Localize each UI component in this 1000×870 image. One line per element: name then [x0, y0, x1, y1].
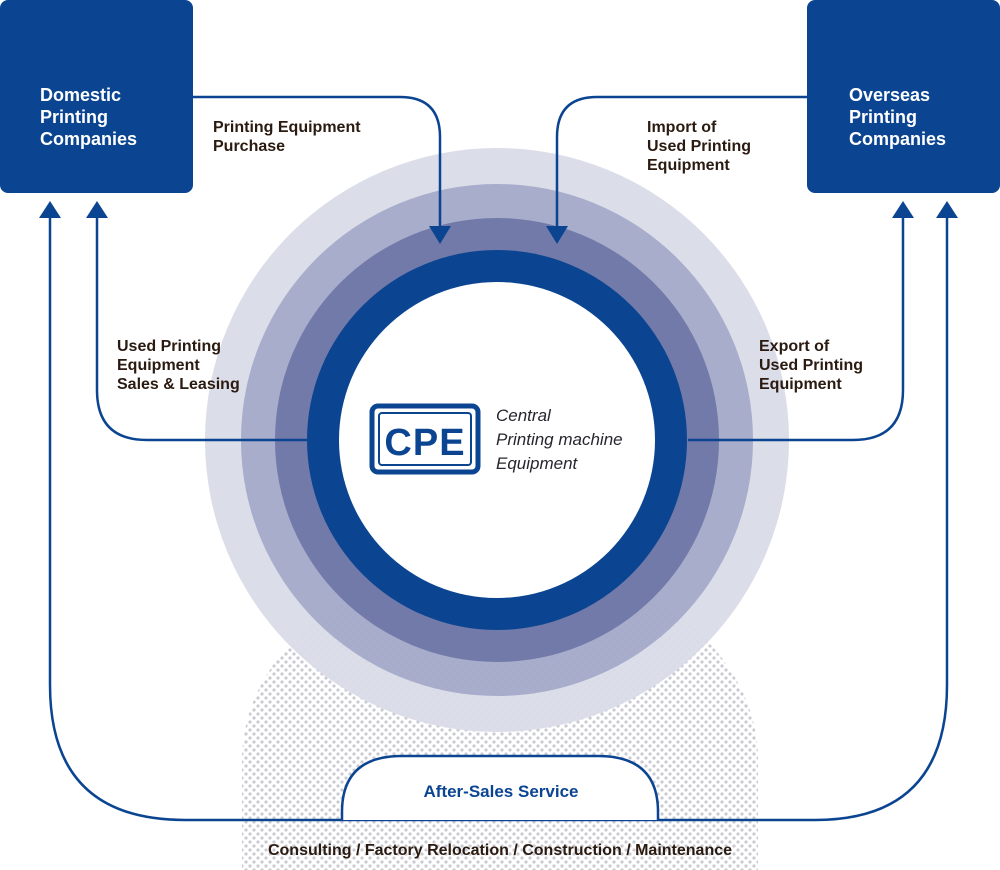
domestic-companies-label: Domestic Printing Companies: [40, 85, 138, 149]
import-connector: [555, 95, 807, 228]
overseas-loop-arrowhead: [936, 201, 958, 218]
cpe-logo-letters: CPE: [384, 422, 465, 464]
ring-center-white: [339, 282, 655, 598]
purchase-label: Printing Equipment Purchase: [213, 119, 361, 155]
purchase-connector: [193, 95, 442, 228]
sales-leasing-label: Used Printing Equipment Sales & Leasing: [117, 338, 240, 393]
export-arrowhead: [892, 201, 914, 218]
after-sales-label: After-Sales Service: [423, 782, 579, 801]
export-connector: [688, 214, 905, 442]
overseas-companies-box: Overseas Printing Companies: [807, 0, 1000, 193]
logo-wordmark: Central Printing machine Equipment: [496, 406, 623, 473]
import-label: Import of Used Printing Equipment: [647, 119, 752, 174]
domestic-loop-arrowhead: [39, 201, 61, 218]
cpe-logo-mark: CPE: [369, 403, 481, 475]
sales-arrowhead: [86, 201, 108, 218]
sales-connector: [95, 214, 307, 442]
purchase-arrowhead: [429, 226, 451, 244]
overseas-companies-label: Overseas Printing Companies: [849, 85, 947, 149]
export-label: Export of Used Printing Equipment: [759, 338, 864, 393]
import-arrowhead: [546, 226, 568, 244]
domestic-companies-box: Domestic Printing Companies: [0, 0, 193, 193]
services-footer: Consulting / Factory Relocation / Constr…: [267, 842, 733, 859]
after-sales-hump: [340, 754, 660, 820]
